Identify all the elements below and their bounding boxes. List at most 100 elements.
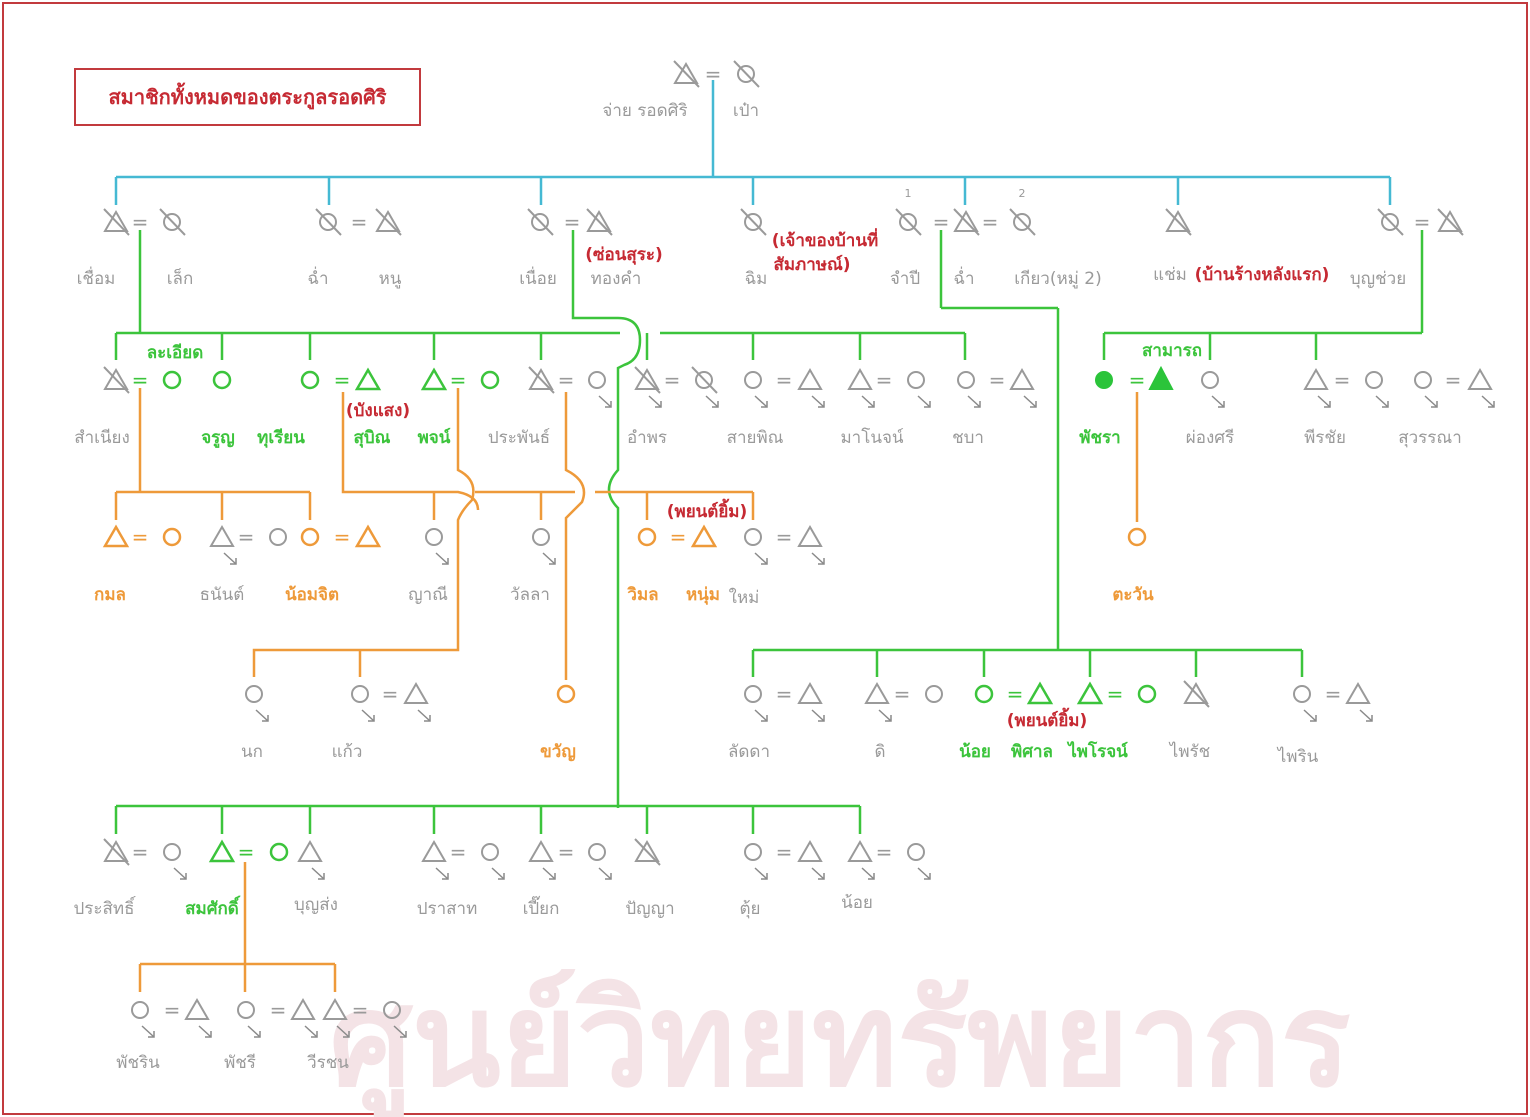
moved-out-arrow: [754, 552, 768, 565]
moved-out-arrow-head: [885, 715, 892, 722]
label: สายพิณ: [727, 428, 784, 448]
label: วัลลา: [510, 585, 550, 605]
moved-out-arrow-head: [1488, 401, 1495, 408]
moved-out-arrow-head: [442, 873, 449, 880]
deceased-slash: [159, 208, 186, 236]
moved-out-arrow: [917, 395, 931, 408]
moved-out-arrow: [861, 867, 875, 880]
label-jai: จ่าย รอดศิริ: [602, 101, 687, 121]
label: หนุ่ม: [686, 585, 720, 605]
moved-out-arrow-head: [205, 1031, 212, 1038]
label: เล็ก: [167, 267, 194, 289]
male-symbol: [634, 368, 660, 390]
moved-out-arrow: [1359, 709, 1373, 722]
marriage-sign: =: [334, 525, 351, 549]
label: สุบิณ: [354, 428, 391, 448]
moved-out-arrow-head: [368, 715, 375, 722]
male-symbol: [1303, 368, 1329, 390]
note-owner-line1: (เจ้าของบ้านที่: [772, 228, 878, 251]
marriage-sign: =: [894, 682, 911, 706]
female-symbol: [744, 685, 762, 703]
marriage-sign: =: [1007, 682, 1024, 706]
female-symbol: [974, 684, 994, 704]
moved-out-arrow-head: [442, 558, 449, 565]
female-symbol: [163, 843, 181, 861]
label: ญาณี: [408, 585, 448, 605]
male-symbol: [1076, 681, 1104, 705]
marriage-sign: =: [1107, 682, 1124, 706]
deceased-slash: [740, 208, 767, 236]
male-symbol: [420, 367, 448, 391]
deceased-slash: [1183, 680, 1210, 708]
label: พจน์: [418, 427, 451, 448]
female-symbol: [556, 684, 576, 704]
moved-out-arrow: [1375, 395, 1389, 408]
marriage-sign: =: [352, 998, 369, 1022]
note-payon-1: (พยนต์ยิ้ม): [667, 498, 748, 522]
moved-out-arrow-head: [148, 1031, 155, 1038]
female-symbol: [1201, 371, 1219, 389]
label: ตุ้ย: [739, 899, 760, 919]
moved-out-arrow: [811, 867, 825, 880]
deceased-slash: [634, 838, 661, 866]
female-symbol: [744, 528, 762, 546]
kinship-symbols: ======================================: [102, 60, 1495, 1038]
female-symbol: [532, 528, 550, 546]
male-symbol: [1183, 682, 1209, 704]
male-symbol: [375, 210, 401, 232]
female-symbol: [737, 65, 755, 83]
female-symbol: [1414, 371, 1432, 389]
female-symbol: [245, 685, 263, 703]
male-symbol: [403, 682, 429, 704]
label: เนื่อย: [519, 266, 557, 289]
label: ฉ่ำ: [307, 266, 328, 289]
moved-out-arrow: [754, 867, 768, 880]
note-owner-line2: สัมภาษณ์): [773, 254, 850, 275]
female-symbol: [907, 843, 925, 861]
marriage-sign: =: [989, 368, 1006, 392]
moved-out-arrow-head: [761, 873, 768, 880]
female-symbol: [744, 213, 762, 231]
moved-out-arrow: [1317, 395, 1331, 408]
moved-out-arrow-head: [1310, 715, 1317, 722]
female-symbol: [588, 843, 606, 861]
female-symbol: [1381, 213, 1399, 231]
moved-out-arrow-head: [1366, 715, 1373, 722]
male-symbol: [797, 368, 823, 390]
female-symbol: [425, 528, 443, 546]
moved-out-arrow-head: [400, 1031, 407, 1038]
moved-out-arrow-head: [1218, 401, 1225, 408]
moved-out-arrow: [1424, 395, 1438, 408]
marriage-sign: =: [1129, 368, 1146, 392]
male-symbol: [184, 998, 210, 1020]
marriage-sign: =: [664, 368, 681, 392]
moved-out-arrow: [255, 709, 269, 722]
moved-out-arrow: [917, 867, 931, 880]
label: ทุเรียน: [257, 427, 305, 448]
label: ไพโรจน์: [1066, 741, 1128, 762]
moved-out-arrow: [304, 1025, 318, 1038]
deceased-slash: [953, 208, 980, 236]
male-symbol: [528, 368, 554, 390]
label: ผ่องศรี: [1186, 428, 1234, 448]
moved-out-arrow: [598, 867, 612, 880]
marriage-sign: =: [382, 682, 399, 706]
deceased-slash: [527, 208, 554, 236]
male-symbol: [1165, 210, 1191, 232]
male-symbol: [1345, 682, 1371, 704]
male-symbol: [103, 368, 129, 390]
label: ธนันต์: [200, 585, 245, 605]
label: จำปี: [890, 269, 920, 289]
marriage-sign: =: [558, 368, 575, 392]
moved-out-arrow: [705, 395, 719, 408]
deceased-slash: [1165, 208, 1192, 236]
label: น้อมจิต: [285, 585, 339, 605]
marriage-sign: =: [1445, 368, 1462, 392]
moved-out-arrow-head: [605, 873, 612, 880]
moved-out-arrow: [861, 395, 875, 408]
female-symbol: [1137, 684, 1157, 704]
marriage-sign: =: [1414, 210, 1431, 234]
female-symbol: [1095, 371, 1113, 389]
deceased-slash: [375, 208, 402, 236]
moved-out-arrow: [491, 867, 505, 880]
